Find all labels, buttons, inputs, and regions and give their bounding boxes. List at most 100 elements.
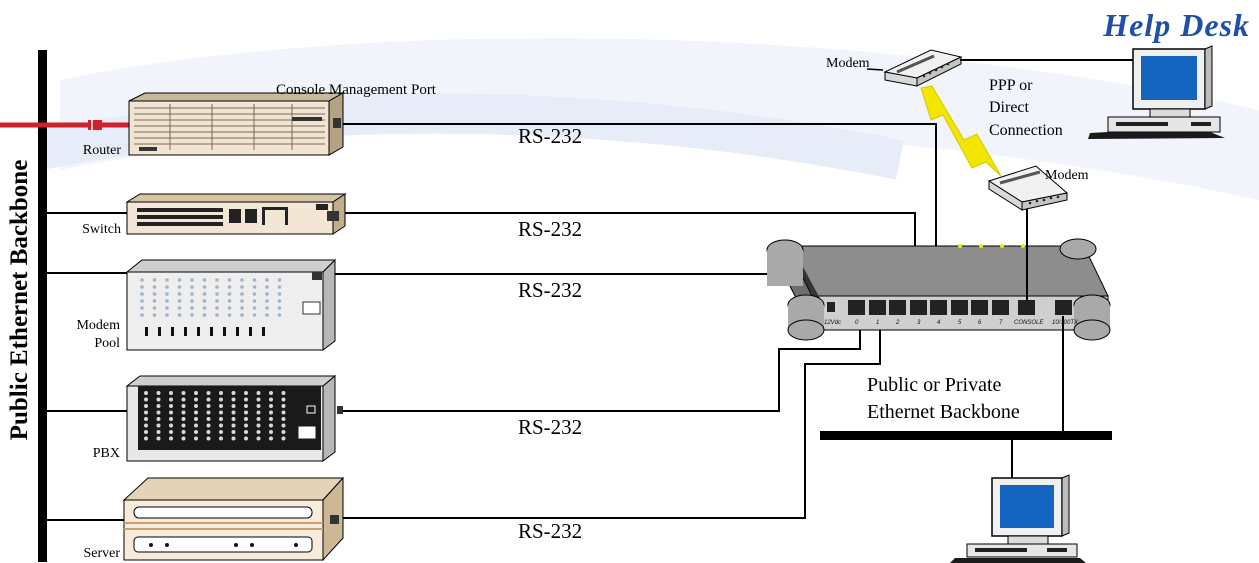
panel-dot <box>194 410 198 415</box>
panel-dot <box>206 410 211 415</box>
panel-dot <box>240 313 244 317</box>
panel-dot <box>252 299 257 303</box>
port-label: 6 <box>978 320 982 326</box>
panel-dot <box>281 397 286 402</box>
panel-dot <box>177 292 182 296</box>
modem-top-label: Modem <box>826 56 870 71</box>
panel-dot <box>165 299 169 303</box>
panel-dot <box>144 436 148 441</box>
panel-dot <box>256 397 261 402</box>
panel-dot <box>219 404 223 408</box>
panel-dot <box>244 430 248 434</box>
private-backbone-bar <box>820 431 1112 440</box>
panel-dot <box>281 404 286 408</box>
panel-dot <box>190 299 194 303</box>
panel-dot <box>244 410 248 415</box>
panel-dot <box>240 278 244 282</box>
panel-dot <box>206 397 211 402</box>
panel-dot <box>277 292 282 296</box>
panel-dot <box>152 299 157 303</box>
port-label: 12Vdc <box>824 320 841 326</box>
panel-dot <box>140 278 144 282</box>
pbx-icon <box>125 374 343 462</box>
panel-dot <box>190 285 194 289</box>
panel-dot <box>269 410 273 415</box>
panel-dot <box>244 404 248 408</box>
panel-dot <box>219 417 223 421</box>
panel-dot <box>277 306 282 310</box>
panel-dot <box>144 404 148 408</box>
switch-icon <box>125 193 347 235</box>
ppp-label-3: Connection <box>989 122 1063 139</box>
panel-dot <box>231 397 236 402</box>
panel-dot <box>269 417 273 421</box>
panel-dot <box>227 306 232 310</box>
panel-dot <box>177 299 182 303</box>
panel-dot <box>231 436 236 441</box>
panel-dot <box>215 285 219 289</box>
panel-dot <box>265 306 269 310</box>
panel-dot <box>252 278 257 282</box>
pbx-label: PBX <box>93 446 120 461</box>
panel-dot <box>269 436 273 441</box>
panel-dot <box>156 417 161 421</box>
panel-dot <box>265 313 269 317</box>
panel-dot <box>165 306 169 310</box>
panel-dot <box>219 391 223 395</box>
panel-dot <box>281 430 286 434</box>
panel-dot <box>169 430 173 434</box>
panel-dot <box>190 313 194 317</box>
port-label: 2 <box>895 320 900 326</box>
panel-dot <box>281 423 286 428</box>
panel-dot <box>140 292 144 296</box>
panel-dot <box>227 292 232 296</box>
server-label: Server <box>83 546 120 561</box>
backbone-bar <box>38 50 47 562</box>
panel-dot <box>281 410 286 415</box>
panel-dot <box>144 430 148 434</box>
panel-dot <box>269 391 273 395</box>
modem-pool-label-2: Pool <box>94 336 120 351</box>
panel-dot <box>240 306 244 310</box>
panel-dot <box>181 423 186 428</box>
panel-dot <box>256 410 261 415</box>
rs232-label-2: RS-232 <box>518 217 582 241</box>
page-title: Help Desk <box>1102 7 1250 43</box>
panel-dot <box>194 436 198 441</box>
panel-dot <box>144 410 148 415</box>
panel-dot <box>227 299 232 303</box>
router-icon <box>128 92 345 156</box>
panel-dot <box>252 285 257 289</box>
panel-dot <box>231 410 236 415</box>
modem-pool-icon <box>125 258 337 351</box>
panel-dot <box>206 430 211 434</box>
panel-dot <box>152 292 157 296</box>
panel-dot <box>140 285 144 289</box>
port-label: CONSOLE <box>1014 320 1044 326</box>
panel-dot <box>231 423 236 428</box>
panel-dot <box>256 423 261 428</box>
panel-dot <box>277 278 282 282</box>
panel-dot <box>277 285 282 289</box>
rs232-label-3: RS-232 <box>518 278 582 302</box>
panel-dot <box>194 404 198 408</box>
panel-dot <box>140 306 144 310</box>
port-label: 5 <box>958 320 962 326</box>
panel-dot <box>231 430 236 434</box>
panel-dot <box>194 423 198 428</box>
panel-dot <box>256 436 261 441</box>
router-label: Router <box>83 143 121 158</box>
panel-dot <box>265 285 269 289</box>
private-backbone-label-1: Public or Private <box>867 374 1002 396</box>
panel-dot <box>202 285 207 289</box>
panel-dot <box>181 436 186 441</box>
panel-dot <box>169 410 173 415</box>
computer-icon <box>950 474 1086 563</box>
switch-label: Switch <box>82 222 121 237</box>
panel-dot <box>219 430 223 434</box>
panel-dot <box>194 397 198 402</box>
panel-dot <box>219 410 223 415</box>
panel-dot <box>156 397 161 402</box>
panel-dot <box>227 313 232 317</box>
